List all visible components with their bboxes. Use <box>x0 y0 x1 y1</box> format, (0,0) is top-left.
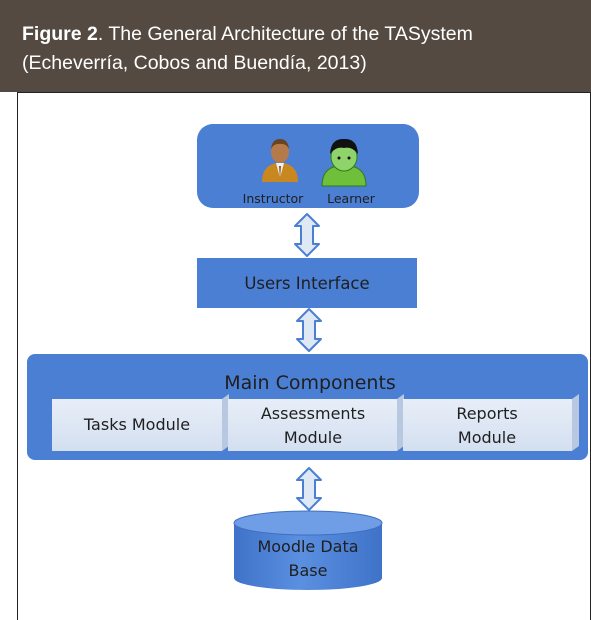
tasks-module: Tasks Module <box>52 394 229 451</box>
users-interface-box <box>197 258 417 308</box>
figure-title: . The General Architecture of the TASyst… <box>97 23 473 45</box>
reports-module-label-line1: Reports <box>456 404 517 423</box>
figure-label: Figure 2 <box>22 23 98 45</box>
assessments-module: Assessments Module <box>228 394 404 451</box>
figure-frame-top <box>17 92 591 93</box>
main-components-title: Main Components <box>224 372 396 394</box>
figure-citation: (Echeverría, Cobos and Buendía, 2013) <box>22 52 367 74</box>
instructor-icon <box>262 139 298 182</box>
figure-caption: Figure 2. The General Architecture of th… <box>22 20 577 78</box>
double-arrow-icon <box>296 308 322 352</box>
double-arrow-icon <box>296 467 322 511</box>
reports-module-label-line2: Module <box>458 428 516 447</box>
tasks-module-label: Tasks Module <box>83 415 190 434</box>
database-cylinder-icon <box>233 510 383 590</box>
learner-icon <box>321 138 367 187</box>
assessments-module-label-line1: Assessments <box>261 404 365 423</box>
figure-header: Figure 2. The General Architecture of th… <box>0 0 591 92</box>
users-box <box>197 124 419 208</box>
learner-label: Learner <box>327 191 376 206</box>
reports-module: Reports Module <box>403 394 579 451</box>
figure-frame-left <box>17 92 590 620</box>
database-label-line1: Moodle Data <box>257 537 358 556</box>
users-interface-label: Users Interface <box>244 274 369 293</box>
database-label-line2: Base <box>289 561 328 580</box>
assessments-module-label-line2: Module <box>284 428 342 447</box>
instructor-label: Instructor <box>243 191 305 206</box>
double-arrow-icon <box>294 213 320 257</box>
